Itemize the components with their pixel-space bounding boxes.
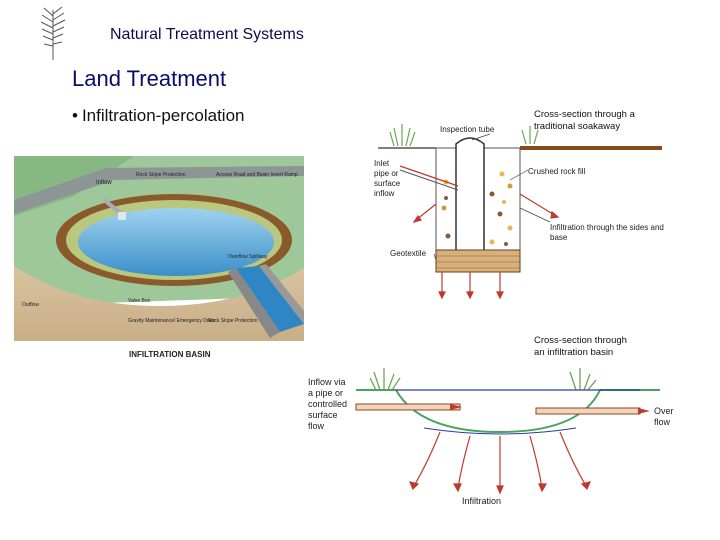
inflow-label: Inflow: [96, 180, 112, 186]
inflow-label-line-4: surface: [308, 410, 338, 420]
overflow-label: Overflow Spillway: [228, 254, 268, 260]
inspection-tube: [455, 137, 485, 272]
valve-box-label: Valve Box: [128, 298, 151, 304]
inlet-label-line-3: surface: [374, 179, 401, 188]
crushed-rock-fill: [441, 171, 513, 246]
inflow-label-line-5: flow: [308, 421, 325, 431]
infiltration-basin-illustration: Inflow Rock Slope Protection Access Road…: [14, 156, 304, 359]
infiltration-sides-label-line-2: base: [550, 233, 568, 242]
geotextile-layer: [435, 249, 521, 273]
outflow-label: Outflow: [22, 302, 39, 308]
inflow-label-line-2: a pipe or: [308, 388, 343, 398]
rock-slope-label-bottom: Rock Slope Protection: [208, 318, 258, 324]
infiltration-basin-cross-section: Cross-section through an infiltration ba…: [308, 335, 674, 506]
basin-caption: INFILTRATION BASIN: [129, 350, 211, 359]
infiltration-sides-label-line-1: Infiltration through the sides and: [550, 223, 664, 232]
basin-section-title-line-2: an infiltration basin: [534, 347, 613, 358]
bullet-text: Infiltration-percolation: [81, 106, 245, 125]
soakaway-title-line-1: Cross-section through a: [534, 109, 636, 120]
overflow-label-line-1: Over: [654, 406, 674, 416]
slide-title: Land Treatment: [72, 66, 227, 91]
geotextile-label: Geotextile: [390, 249, 427, 258]
infiltration-label: Infiltration: [462, 496, 501, 506]
overflow-label-line-2: flow: [654, 417, 671, 427]
basin-section-title-line-1: Cross-section through: [534, 335, 627, 346]
grass-tuft-icon: [389, 124, 539, 147]
inflow-label-line-1: Inflow via: [308, 377, 346, 387]
header-title: Natural Treatment Systems: [110, 26, 304, 43]
grass-tuft-icon: [369, 368, 597, 391]
plant-logo-icon: [40, 6, 66, 60]
inspection-tube-label: Inspection tube: [440, 125, 495, 134]
soakaway-cross-section: Cross-section through a traditional soak…: [374, 109, 664, 300]
infiltration-arrows: [412, 193, 560, 300]
bullet-dot-icon: •: [72, 106, 78, 125]
infiltration-arrows: [408, 431, 592, 495]
bullet-item: •Infiltration-percolation: [72, 106, 244, 126]
gravity-drain-label: Gravity Maintenance/ Emergency Drain: [128, 318, 215, 324]
inflow-pipe: [355, 403, 461, 411]
soakaway-title-line-2: traditional soakaway: [534, 121, 620, 132]
inlet-label-line-1: Inlet: [374, 159, 390, 168]
inflow-label-line-3: controlled: [308, 399, 347, 409]
rock-slope-label-top: Rock Slope Protection: [136, 172, 186, 178]
overflow-pipe: [535, 407, 641, 415]
access-road-label: Access Road and Basin Invert Ramp: [216, 172, 298, 178]
inlet-label-line-4: inflow: [374, 189, 395, 198]
inlet-label-line-2: pipe or: [374, 169, 399, 178]
crushed-rock-label: Crushed rock fill: [528, 167, 586, 176]
